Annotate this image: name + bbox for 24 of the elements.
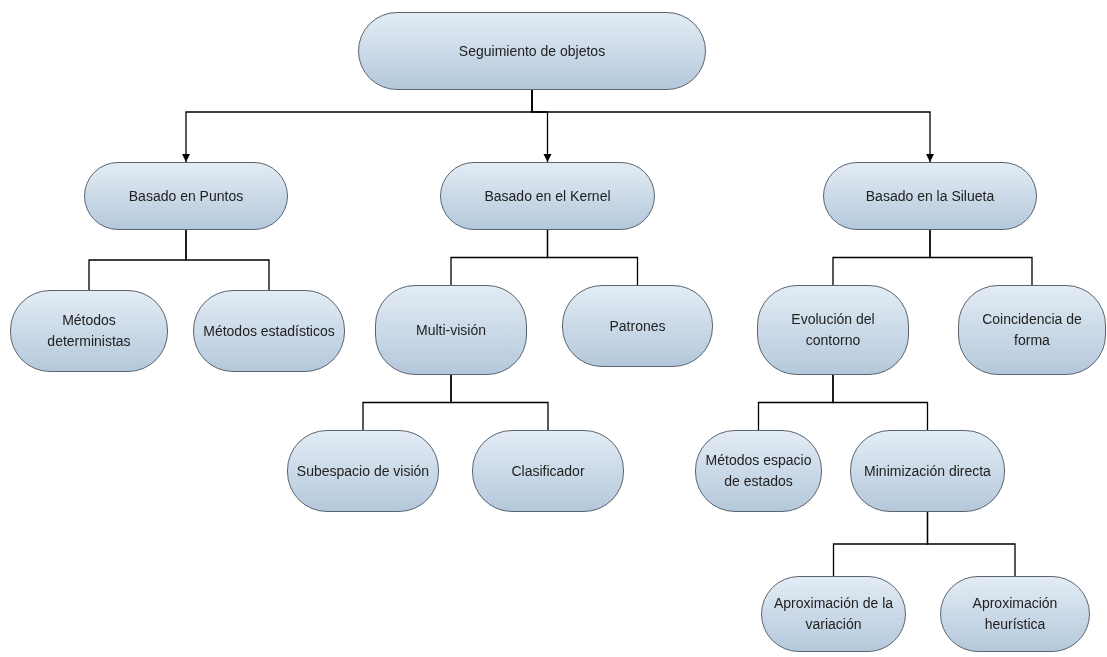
node-label: Multi-visión — [416, 320, 486, 340]
node-label: Patrones — [609, 316, 666, 336]
node-label: Métodos espacio de estados — [704, 451, 813, 491]
connector — [185, 229, 270, 291]
node-label: Basado en la Silueta — [865, 186, 995, 206]
node-label: Basado en Puntos — [128, 186, 244, 206]
connector — [926, 511, 1016, 577]
connector — [531, 89, 934, 163]
rounded-box — [958, 285, 1106, 375]
connector — [546, 229, 639, 286]
connector — [832, 374, 929, 431]
node-label: Basado en el Kernel — [484, 186, 611, 206]
node-label: Evolución del contorno — [790, 310, 876, 350]
node-label: Métodos estadísticos — [203, 321, 335, 341]
node-label: Aproximación de la variación — [772, 594, 895, 634]
node-label: Subespacio de visión — [296, 461, 430, 481]
node-label: Minimización directa — [864, 461, 991, 481]
node-label: Seguimiento de objetos — [458, 41, 606, 61]
connector — [929, 229, 1033, 286]
node-label: Aproximación heurística — [971, 594, 1059, 634]
node-label: Métodos deterministas — [46, 311, 132, 351]
node-label: Clasificador — [511, 461, 585, 481]
connector — [450, 374, 549, 431]
node-label: Coincidencia de forma — [981, 310, 1083, 350]
